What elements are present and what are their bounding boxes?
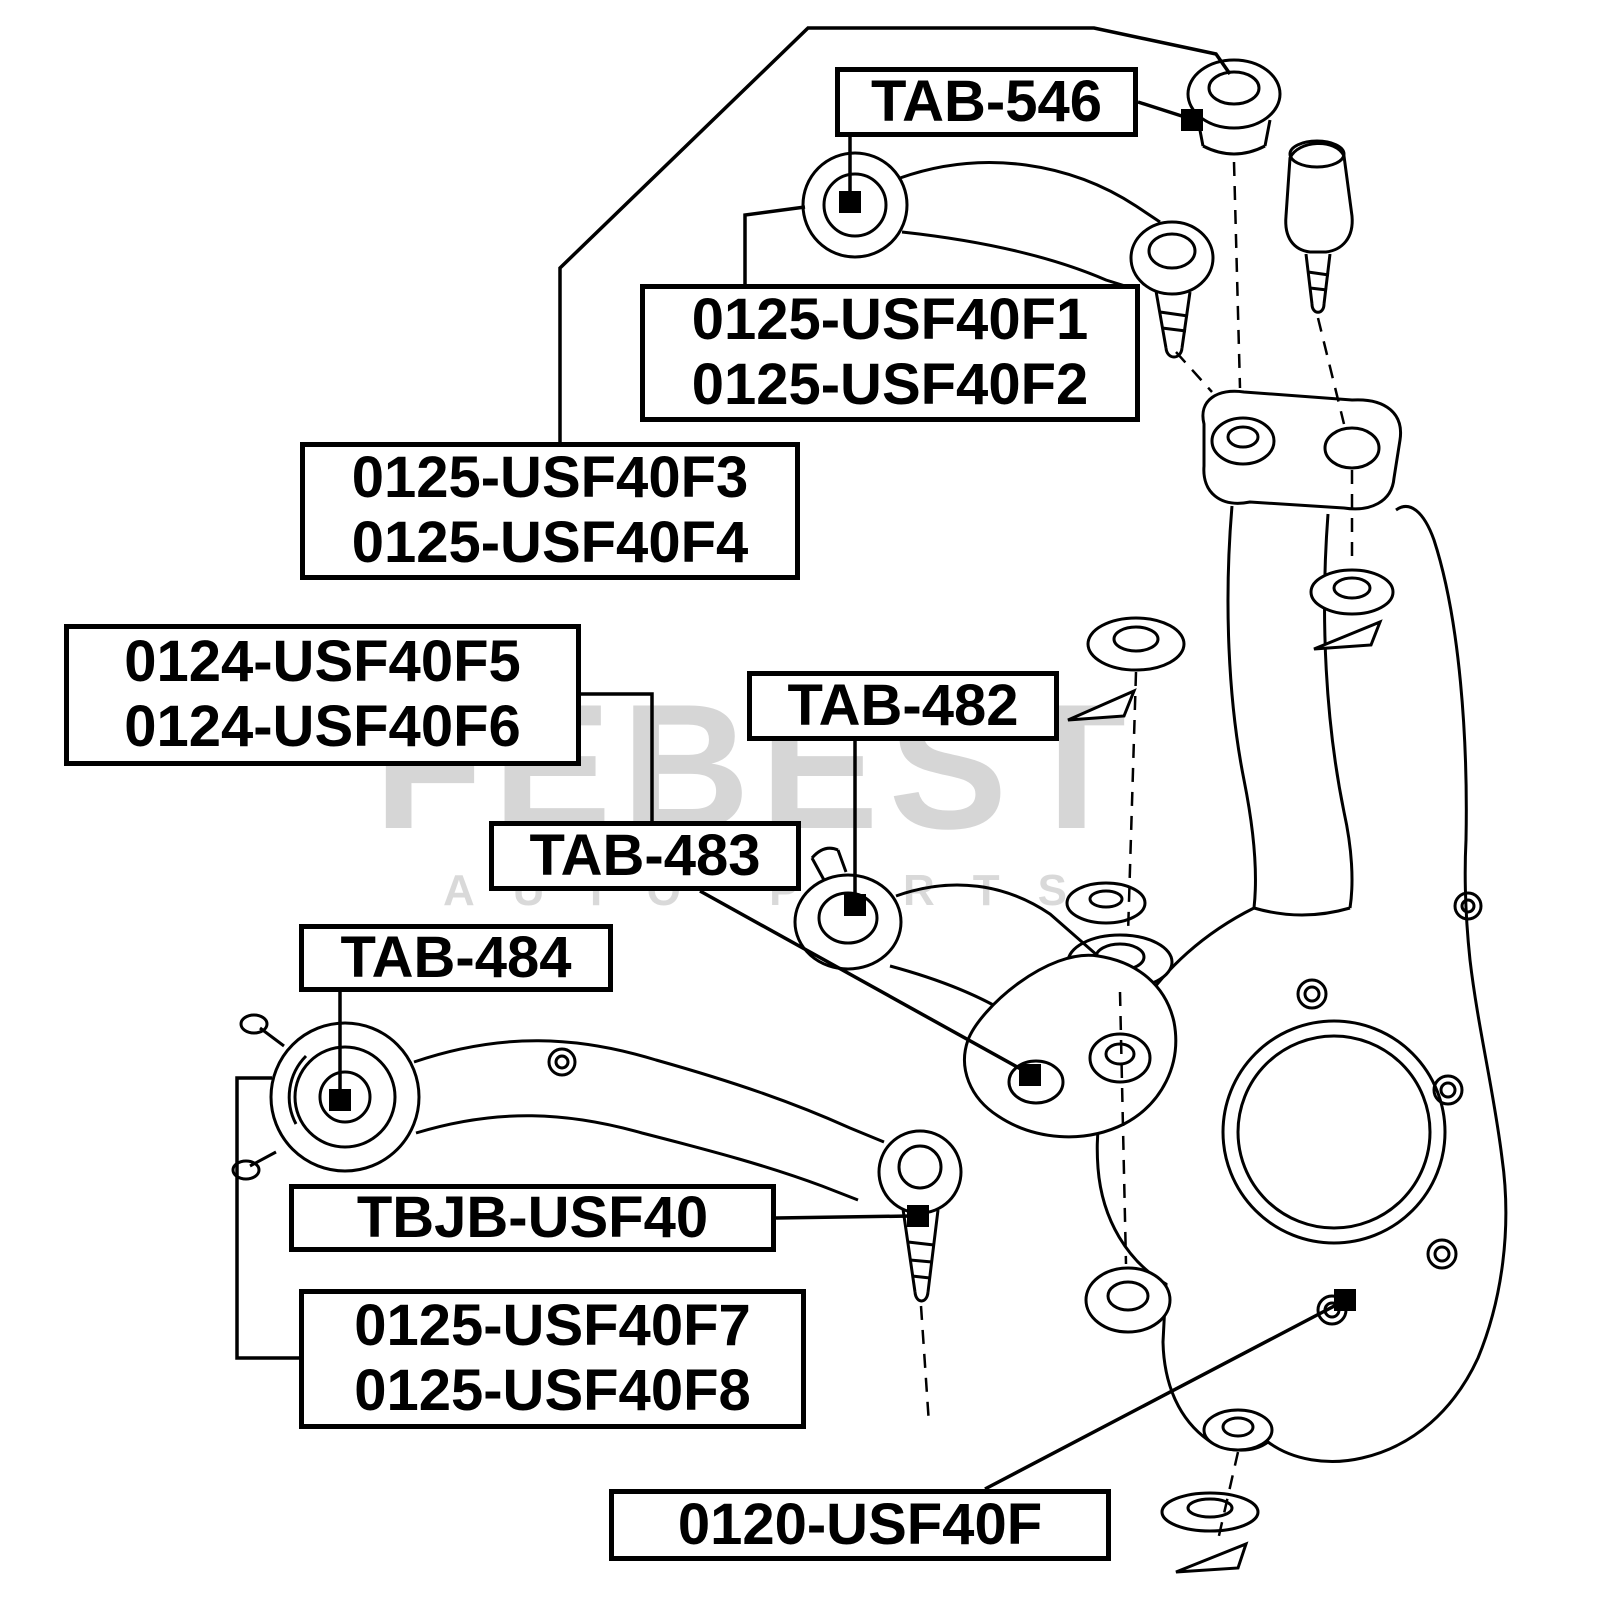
upper-control-arm-drawing <box>801 58 1354 359</box>
part-label-tab-482: TAB-482 <box>747 671 1059 741</box>
connector-marker-tbjb <box>907 1205 929 1227</box>
part-label-0120-usf40f: 0120-USF40F <box>609 1489 1111 1561</box>
part-label-0125-usf40f1-f2: 0125-USF40F1 0125-USF40F2 <box>640 284 1140 422</box>
leader-lines <box>235 26 1341 1491</box>
part-label-0125-usf40f7-f8: 0125-USF40F7 0125-USF40F8 <box>299 1289 806 1429</box>
part-number-text: TAB-484 <box>340 924 572 990</box>
part-number-text: 0124-USF40F5 <box>124 629 521 695</box>
part-number-text: 0124-USF40F6 <box>124 694 521 759</box>
part-number-text: 0125-USF40F3 <box>351 445 749 511</box>
lower-control-arm-drawing <box>231 1013 963 1303</box>
bottom-washers-drawing <box>1160 1491 1260 1574</box>
connector-marker-0120 <box>1334 1289 1356 1311</box>
part-label-tab-484: TAB-484 <box>299 924 613 992</box>
part-label-tbjb-usf40: TBJB-USF40 <box>289 1184 776 1252</box>
connector-marker-tab484 <box>329 1089 351 1111</box>
part-label-0125-usf40f3-f4: 0125-USF40F3 0125-USF40F4 <box>300 442 800 580</box>
part-number-text: 0125-USF40F2 <box>691 352 1089 417</box>
part-number-text: 0125-USF40F8 <box>354 1358 751 1423</box>
part-number-text: 0125-USF40F1 <box>691 287 1089 353</box>
upper-bracket-drawing <box>1201 389 1403 511</box>
part-number-text: 0125-USF40F7 <box>354 1293 751 1359</box>
part-number-text: TAB-546 <box>871 68 1102 134</box>
connector-markers <box>329 109 1356 1311</box>
connector-marker-tab546-right <box>1181 109 1203 131</box>
connector-marker-tab482 <box>844 894 866 916</box>
part-label-0124-usf40f5-f6: 0124-USF40F5 0124-USF40F6 <box>64 624 581 766</box>
part-number-text: TBJB-USF40 <box>356 1184 709 1250</box>
part-number-text: TAB-483 <box>529 822 761 888</box>
part-number-text: TAB-482 <box>787 672 1019 738</box>
part-number-text: 0120-USF40F <box>677 1491 1043 1557</box>
assembly-axis-dashed-lines <box>919 161 1354 1541</box>
connector-marker-tab546-left <box>839 191 861 213</box>
part-label-tab-483: TAB-483 <box>489 821 801 891</box>
part-number-text: 0125-USF40F4 <box>351 510 749 575</box>
connector-marker-tab483 <box>1019 1064 1041 1086</box>
part-label-tab-546: TAB-546 <box>835 67 1138 137</box>
